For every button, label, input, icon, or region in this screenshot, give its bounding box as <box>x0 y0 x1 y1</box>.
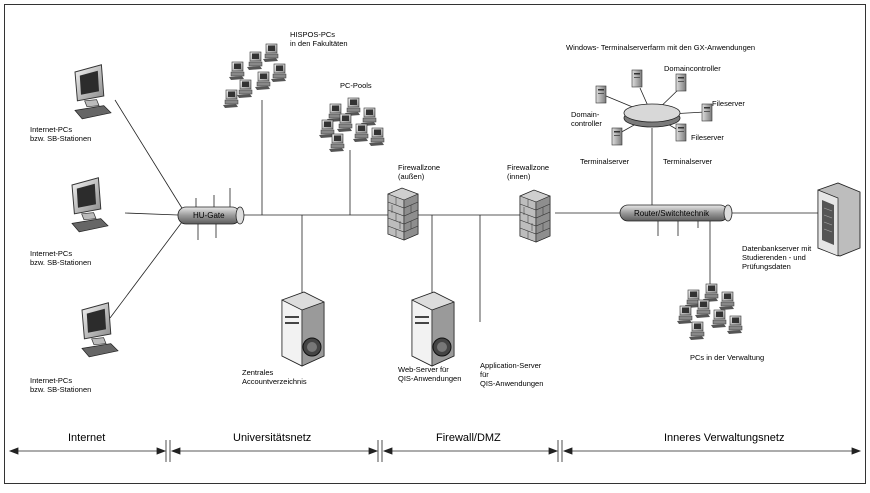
pc-pools-label: PC-Pools <box>340 81 372 90</box>
zone-uni-label: Universitätsnetz <box>233 432 311 444</box>
database-server-icon <box>817 182 861 257</box>
firewall-inner-label: Firewallzone <box>507 163 549 172</box>
fileserver-1-label: Fileserver <box>712 99 745 108</box>
domaincontroller-left-label: Domain- <box>571 110 600 119</box>
hispos-label: HISPOS-PCs <box>290 30 335 39</box>
firewall-outer-icon <box>387 187 419 241</box>
web-server-icon <box>411 291 455 367</box>
firewall-inner-label-2: (innen) <box>507 172 531 181</box>
internet-pc-1-label: Internet-PCs <box>30 125 72 134</box>
app-server-label-3: QIS-Anwendungen <box>480 379 543 388</box>
firewall-inner-icon <box>519 189 551 243</box>
pcs-verwaltung-label: PCs in der Verwaltung <box>690 353 764 362</box>
hispos-pc-cluster-icon <box>222 43 287 109</box>
zone-bar <box>8 440 862 462</box>
hu-gate-label: HU-Gate <box>193 211 225 220</box>
terminal-farm-label: Windows- Terminalserverfarm mit den GX-A… <box>566 43 755 52</box>
domaincontroller-left-label-2: controller <box>571 119 602 128</box>
database-label-3: Prüfungsdaten <box>742 262 791 271</box>
database-label: Datenbankserver mit <box>742 244 812 253</box>
diagram-frame <box>4 4 866 484</box>
firewall-outer-label-2: (außen) <box>398 172 425 181</box>
internet-pc-1-icon <box>74 64 112 120</box>
hu-gate-bus <box>177 206 245 225</box>
zone-labels: Internet Universitätsnetz Firewall/DMZ I… <box>68 432 784 444</box>
account-label: Zentrales <box>242 368 274 377</box>
internet-pc-1-label-2: bzw. SB-Stationen <box>30 134 91 143</box>
hispos-label-2: in den Fakultäten <box>290 39 348 48</box>
internet-pc-3-icon <box>81 302 119 358</box>
zone-firewall-label: Firewall/DMZ <box>436 432 501 444</box>
zone-internet-label: Internet <box>68 432 105 444</box>
terminalserver-2-label: Terminalserver <box>663 157 713 166</box>
internet-pc-2-label-2: bzw. SB-Stationen <box>30 258 91 267</box>
terminalserver-1-label: Terminalserver <box>580 157 630 166</box>
app-server-label: Application-Server <box>480 361 542 370</box>
terminal-farm-hub-icon <box>623 103 681 128</box>
account-label-2: Accountverzeichnis <box>242 377 307 386</box>
web-server-label-2: QIS-Anwendungen <box>398 374 461 383</box>
pc-pools-cluster-icon <box>318 97 385 153</box>
zone-inner-label: Inneres Verwaltungsnetz <box>664 432 784 444</box>
database-label-2: Studierenden - und <box>742 253 806 262</box>
fileserver-2-label: Fileserver <box>691 133 724 142</box>
domaincontroller-top-label: Domaincontroller <box>664 64 721 73</box>
web-server-label: Web-Server für <box>398 365 449 374</box>
internet-pc-3-label: Internet-PCs <box>30 376 72 385</box>
router-label: Router/Switchtechnik <box>634 209 710 218</box>
firewall-outer-label: Firewallzone <box>398 163 440 172</box>
pcs-verwaltung-cluster-icon <box>676 283 743 341</box>
router-switch-bus <box>619 204 733 222</box>
device-labels: Internet-PCs bzw. SB-Stationen Internet-… <box>30 30 812 394</box>
account-server-icon <box>281 291 325 367</box>
app-server-label-2: für <box>480 370 489 379</box>
internet-pc-2-label: Internet-PCs <box>30 249 72 258</box>
internet-pc-2-icon <box>71 177 109 233</box>
internet-pc-3-label-2: bzw. SB-Stationen <box>30 385 91 394</box>
